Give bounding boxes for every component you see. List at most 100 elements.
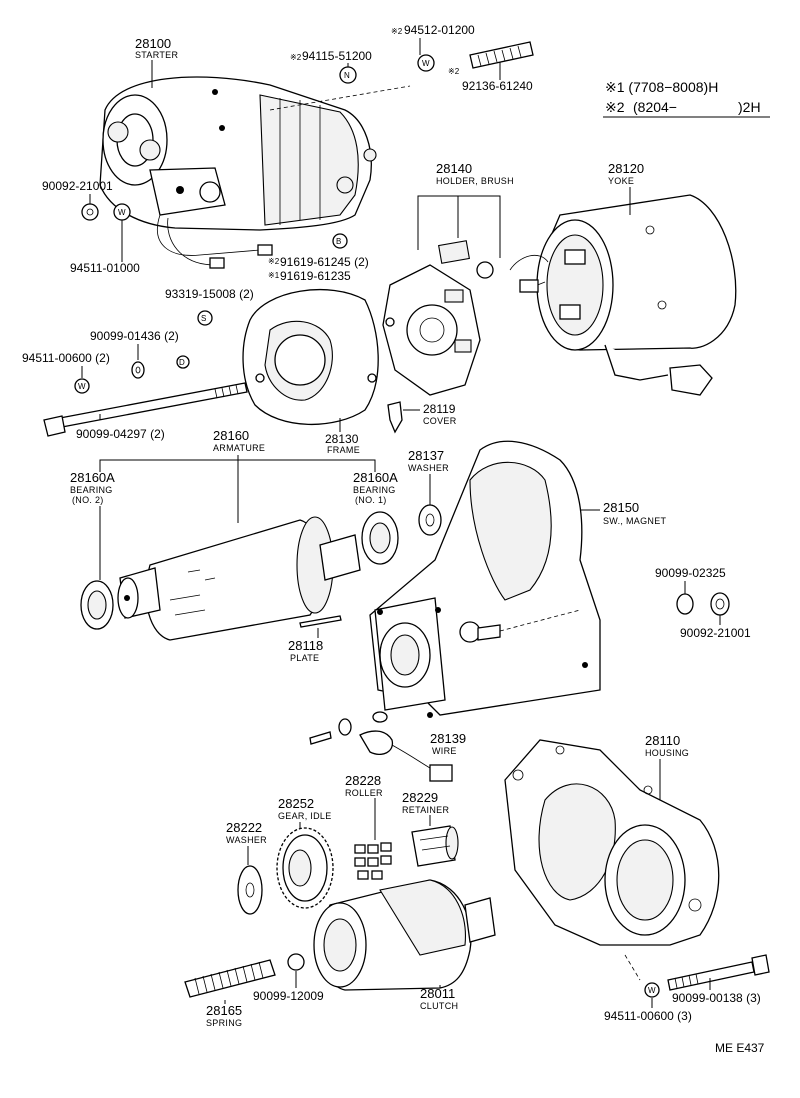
part-sub-bearing-2: (NO. 2) [72,495,104,505]
housing-28110: 28110 HOUSING [504,733,720,981]
part-number-magnet: 28150 [603,500,639,515]
mark-91619-b: ※1 [268,271,280,280]
part-name-retainer: RETAINER [402,805,449,815]
roller-28228: 28228 ROLLER [345,773,392,880]
callout-94511b: 94511-00600 (2) W [22,351,110,394]
mark-91619-a: ※2 [268,257,280,266]
callout-94512: ※2 94512-01200 [391,23,475,55]
part-number-94115: 94115-51200 [302,49,372,63]
legend-row-1: ※1 (7708−8008)H [605,79,718,95]
part-number-washer-1: 28137 [408,448,444,463]
marker-n: N [344,71,350,80]
part-name-clutch: CLUTCH [420,1001,458,1011]
housing-bolts: W 90099-00138 (3) 94511-00600 (3) [604,954,770,1023]
spring-28165: 28165 SPRING [184,959,276,1028]
marker-s: S [201,314,206,323]
marker-d: D [179,358,185,367]
armature-28160: 28160 ARMATURE [99,428,376,641]
part-name-spring: SPRING [206,1018,242,1028]
part-number-93319: 93319-15008 (2) [165,287,254,301]
part-number-90099-e: 90099-00138 (3) [672,991,761,1005]
part-number-spring: 28165 [206,1003,242,1018]
part-number-90099-b: 90099-04297 (2) [76,427,165,441]
part-name-roller: ROLLER [345,788,383,798]
part-name-yoke: YOKE [608,176,634,186]
part-number-94511-a: 94511-01000 [70,261,140,275]
ball-90099-12009: 90099-12009 [253,953,324,1003]
mark-94512: ※2 [391,27,403,36]
part-name-plate: PLATE [290,653,319,663]
part-name-wire: WIRE [432,746,457,756]
bearing-no2: 28160A BEARING (NO. 2) [70,470,115,630]
part-number-bearing-1: 28160A [353,470,398,485]
washer-w-top: W [417,54,435,72]
part-name-idle-gear: GEAR, IDLE [278,811,332,821]
legend-row-2-to: )2H [738,99,761,115]
part-name-starter: STARTER [135,50,178,60]
part-number-94511-b: 94511-00600 (2) [22,351,110,365]
through-bolt: 90099-04297 (2) [43,382,248,441]
part-number-92136: 92136-61240 [462,79,533,93]
part-number-clutch: 28011 [420,986,455,1001]
stud-92136: ※2 92136-61240 [448,41,534,93]
part-number-housing: 28110 [645,733,680,748]
part-number-91619-a: 91619-61245 (2) [280,255,369,269]
part-name-washer-2: WASHER [226,835,267,845]
legend-row-2-mark: ※2 [605,99,625,115]
cover-28119: 28119 COVER [387,401,457,434]
callout-90092a: 90092-21001 W 94511-01000 [42,179,140,275]
diagram-code: ME E437 [715,1041,765,1055]
part-name-magnet: SW., MAGNET [603,516,667,526]
part-name-bearing-2: BEARING [70,485,113,495]
part-number-armature: 28160 [213,428,249,443]
mark-94115: ※2 [290,53,302,62]
part-number-yoke: 28120 [608,161,644,176]
part-number-94512: 94512-01200 [404,23,475,37]
plate-28118: 28118 PLATE [288,615,342,663]
retainer-28229: 28229 RETAINER [402,790,459,867]
callout-90099a: 90099-01436 (2) D [90,329,190,379]
brush-holder-28140: 28140 HOLDER, BRUSH [382,161,514,396]
part-number-90099-a: 90099-01436 (2) [90,329,179,343]
part-number-90092-a: 90092-21001 [42,179,113,193]
legend-row-2-from: (8204− [633,99,677,115]
callout-90099c: 90099-02325 90092-21001 [655,566,751,640]
legend: ※1 (7708−8008)H ※2 (8204− )2H [603,79,770,118]
starter-assembly [99,76,411,269]
part-name-armature: ARMATURE [213,443,265,453]
part-number-frame: 28130 [325,432,359,446]
mark-92136: ※2 [448,67,460,76]
part-number-90099-d: 90099-12009 [253,989,324,1003]
part-name-bearing-1: BEARING [353,485,396,495]
part-number-retainer: 28229 [402,790,438,805]
part-name-frame: FRAME [327,445,360,455]
callout-93319: 93319-15008 (2) S [165,287,254,326]
part-number-starter: 28100 [135,36,171,51]
frame-28130: 28130 FRAME [242,288,379,455]
idle-gear-28252: 28252 GEAR, IDLE [276,796,334,909]
clutch-28011: 28011 CLUTCH [313,879,496,1011]
bearing-no1: 28160A BEARING (NO. 1) [353,470,399,565]
part-number-idle-gear: 28252 [278,796,314,811]
part-number-91619-b: 91619-61235 [280,269,351,283]
washer-28222: 28222 WASHER [226,820,267,915]
part-number-plate: 28118 [288,638,323,653]
part-sub-bearing-1: (NO. 1) [355,495,387,505]
part-name-washer-1: WASHER [408,463,449,473]
part-name-holder: HOLDER, BRUSH [436,176,514,186]
callout-94115: ※2 94115-51200 N [290,49,372,84]
marker-w-bottom: W [648,986,656,995]
marker-b: B [336,237,341,246]
yoke-28120: 28120 YOKE [509,161,737,396]
magnet-switch-28150: 28150 SW., MAGNET [369,440,667,718]
part-name-cover: COVER [423,416,457,426]
part-number-wire: 28139 [430,731,466,746]
part-number-94511-c: 94511-00600 (3) [604,1009,692,1023]
marker-w-mid: W [78,382,86,391]
part-name-housing: HOUSING [645,748,689,758]
part-number-90092-b: 90092-21001 [680,626,751,640]
marker-w-left: W [118,208,126,217]
callout-91619: B ※2 91619-61245 (2) ※1 91619-61235 [268,233,369,283]
part-number-washer-2: 28222 [226,820,262,835]
